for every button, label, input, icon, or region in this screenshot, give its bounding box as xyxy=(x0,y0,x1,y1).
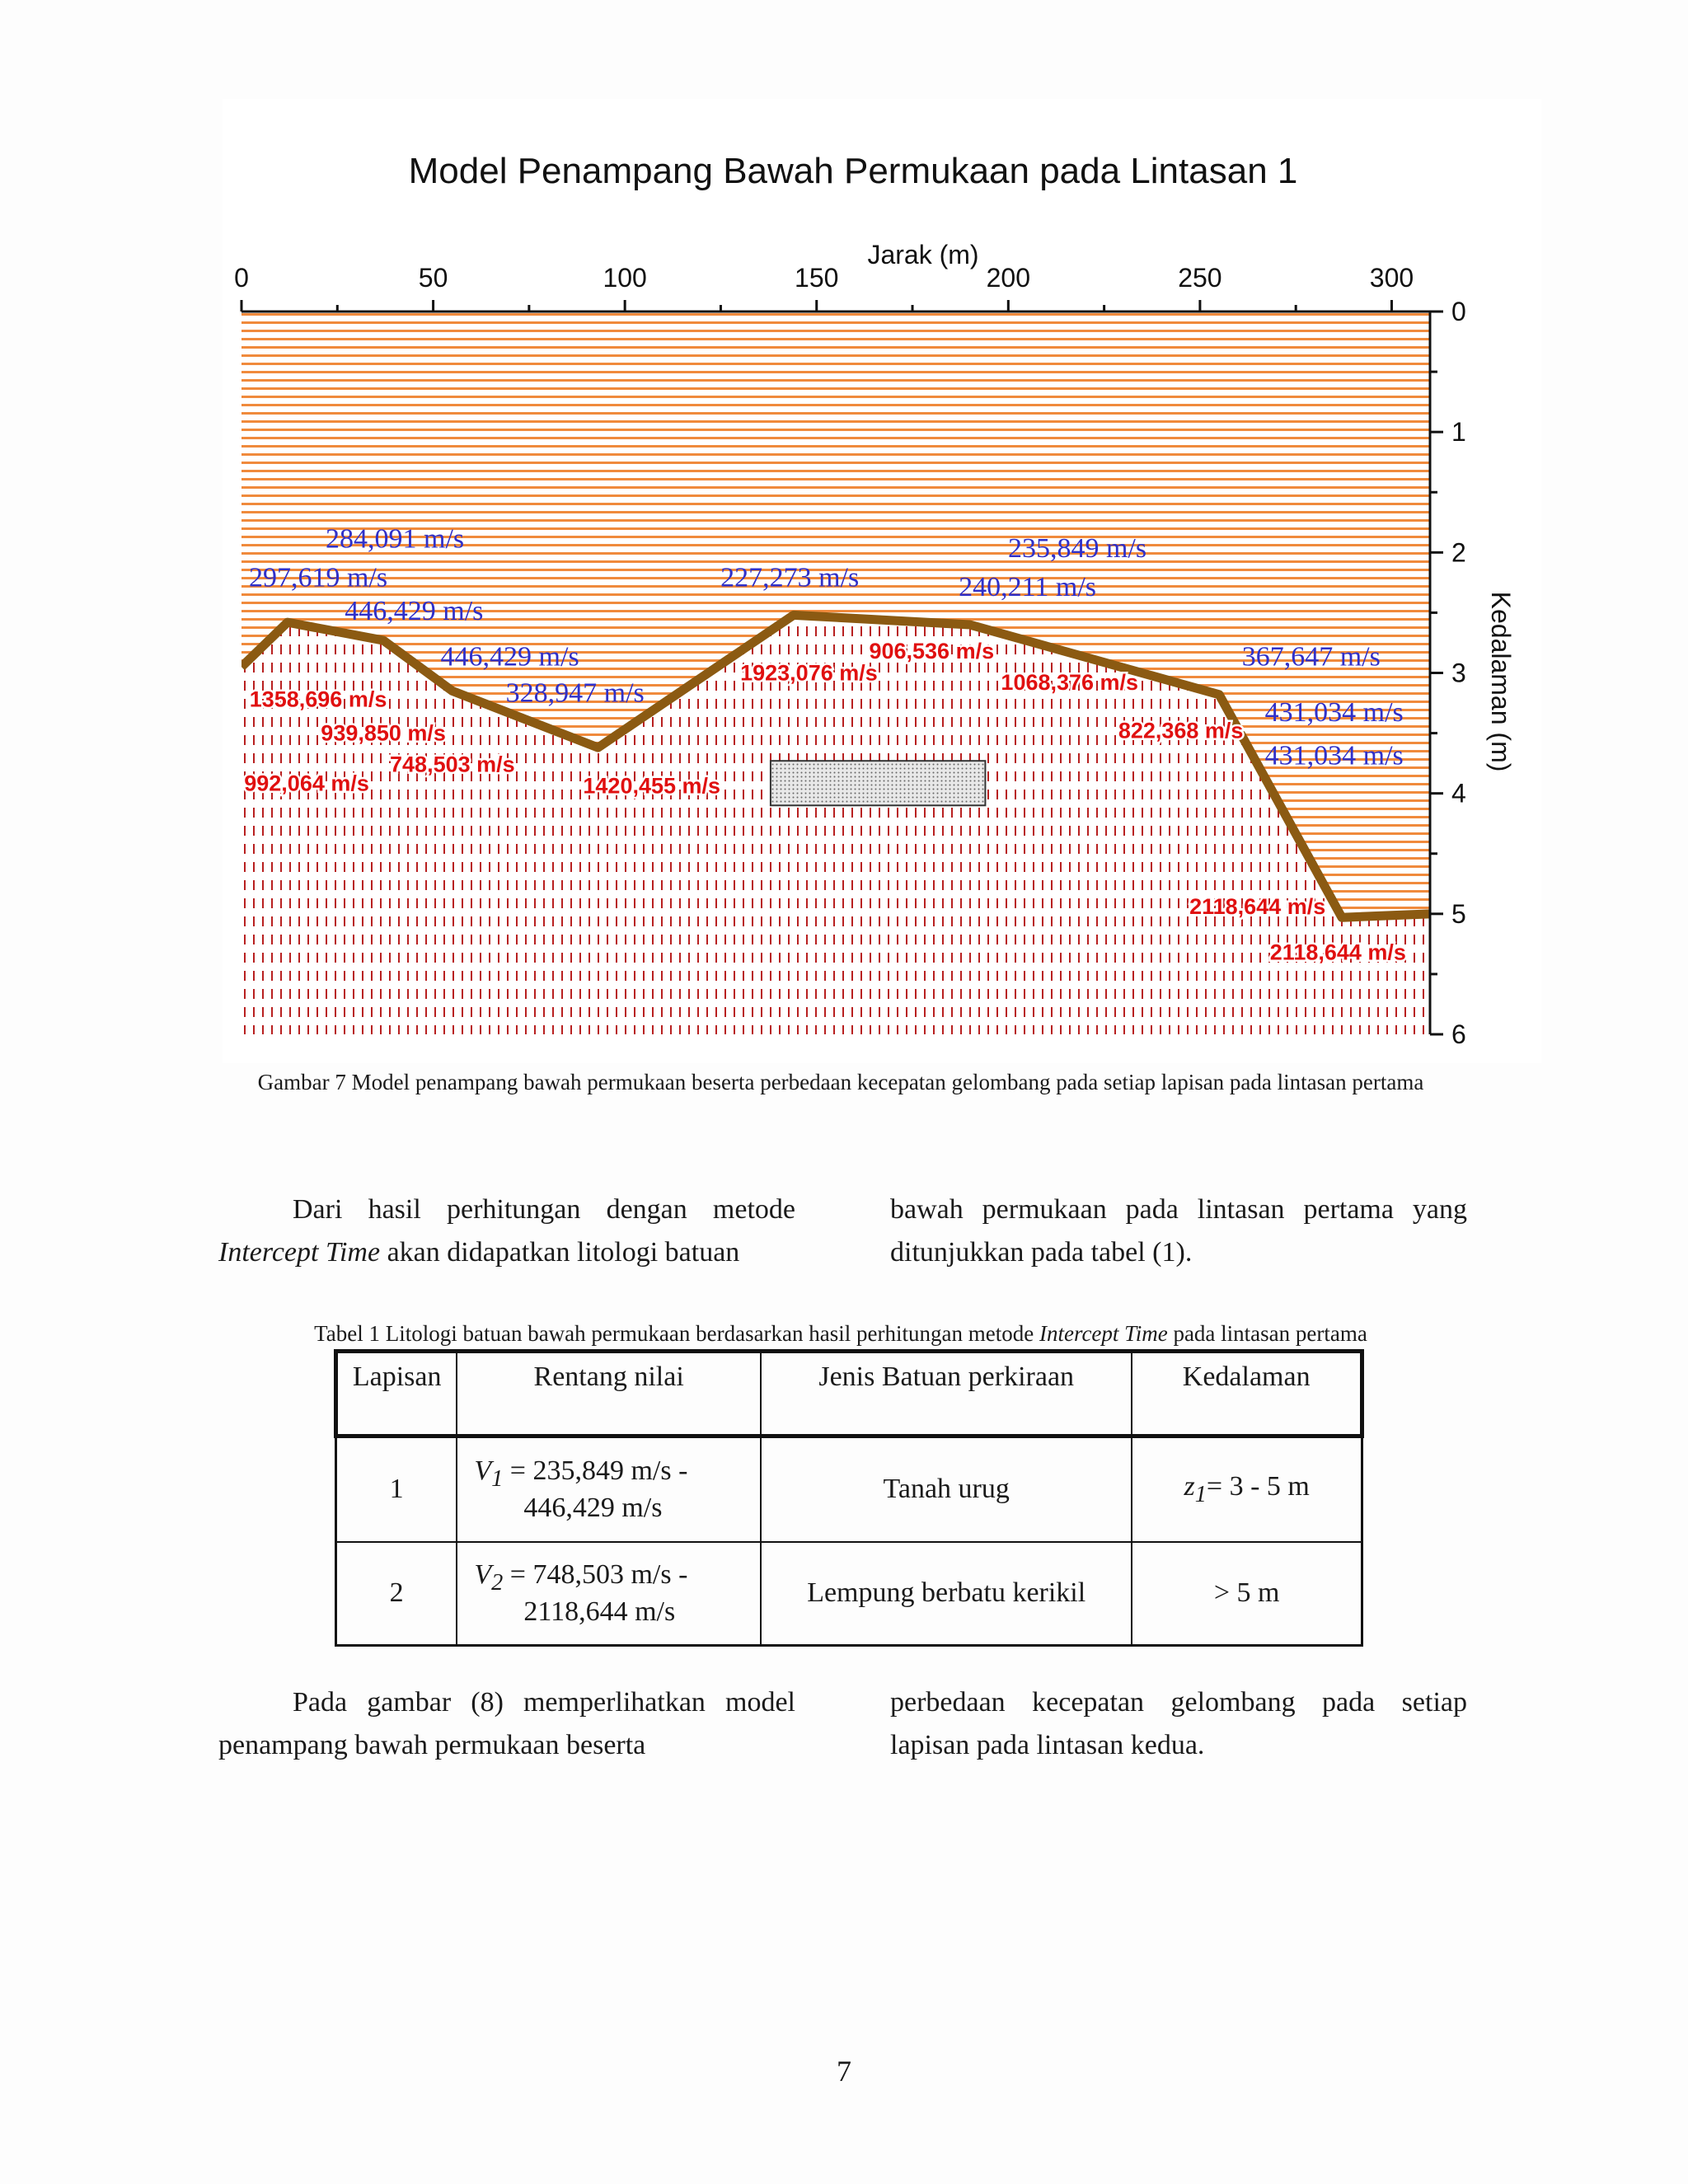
x-tick-label: 250 xyxy=(1178,263,1221,293)
range-symbol: V xyxy=(474,1455,492,1486)
y-tick-label: 1 xyxy=(1451,417,1466,447)
lower-velocity-label: 1420,455 m/s xyxy=(583,774,720,799)
y-axis-label: Kedalaman (m) xyxy=(1486,592,1516,772)
upper-velocity-label: 297,619 m/s xyxy=(249,562,387,593)
header-jenis: Jenis Batuan perkiraan xyxy=(759,1350,1133,1438)
cell-rentang: V1 = 235,849 m/s - 446,429 m/s xyxy=(456,1435,762,1543)
table-row: 2 V2 = 748,503 m/s - 2118,644 m/s Lempun… xyxy=(335,1540,1363,1647)
range-b: 2118,644 m/s xyxy=(523,1596,676,1627)
paragraph-1-left: Dari hasil perhitungan dengan metode Int… xyxy=(218,1188,795,1274)
y-tick-label: 5 xyxy=(1451,899,1466,929)
figure-caption: Gambar 7 Model penampang bawah permukaan… xyxy=(257,1070,1424,1094)
figure: Model Penampang Bawah Permukaan pada Lin… xyxy=(223,99,1541,1063)
depth-value: = 3 - 5 m xyxy=(1206,1470,1310,1502)
lower-velocity-label: 748,503 m/s xyxy=(390,752,515,776)
table-row: 1 V1 = 235,849 m/s - 446,429 m/s Tanah u… xyxy=(335,1435,1363,1543)
table-header-row: Lapisan Rentang nilai Jenis Batuan perki… xyxy=(335,1350,1363,1438)
cell-kedalaman: z1= 3 - 5 m xyxy=(1131,1435,1363,1543)
cell-lapisan: 2 xyxy=(335,1540,458,1647)
upper-velocity-label: 446,429 m/s xyxy=(345,596,483,626)
x-tick-label: 0 xyxy=(234,263,249,293)
x-tick-label: 150 xyxy=(795,263,838,293)
range-symbol: V xyxy=(474,1558,492,1590)
range-sub: 2 xyxy=(491,1569,504,1596)
plot-area xyxy=(241,312,1430,1034)
para1-line1: Dari hasil perhitungan dengan metode xyxy=(293,1194,795,1225)
lower-velocity-label: 1923,076 m/s xyxy=(740,660,878,685)
depth-symbol: z xyxy=(1184,1470,1195,1502)
upper-velocity-label: 431,034 m/s xyxy=(1265,741,1404,771)
y-tick-label: 4 xyxy=(1451,779,1466,808)
lower-velocity-label: 2118,644 m/s xyxy=(1189,894,1325,919)
figure-title: Model Penampang Bawah Permukaan pada Lin… xyxy=(409,151,1298,191)
upper-velocity-label: 227,273 m/s xyxy=(720,562,859,593)
lower-velocity-label: 1068,376 m/s xyxy=(1001,670,1138,695)
lower-velocity-label: 939,850 m/s xyxy=(321,720,446,745)
upper-velocity-label: 431,034 m/s xyxy=(1265,697,1404,728)
range-sub: 1 xyxy=(491,1465,504,1492)
subsurface-section-chart: Model Penampang Bawah Permukaan pada Lin… xyxy=(234,151,1516,1049)
upper-velocity-label: 328,947 m/s xyxy=(506,678,645,709)
y-tick-label: 3 xyxy=(1451,658,1466,688)
y-tick-label: 0 xyxy=(1451,297,1466,326)
x-tick-label: 300 xyxy=(1370,263,1414,293)
upper-velocity-label: 235,849 m/s xyxy=(1008,533,1146,564)
range-a: = 748,503 m/s - xyxy=(503,1558,688,1590)
header-kedalaman: Kedalaman xyxy=(1131,1350,1363,1438)
header-rentang: Rentang nilai xyxy=(456,1350,762,1438)
upper-velocity-label: 446,429 m/s xyxy=(441,642,579,673)
x-tick-label: 200 xyxy=(987,263,1030,293)
paragraph-2-left: Pada gambar (8) memperlihatkan model pen… xyxy=(218,1687,795,1760)
depth-sub: 1 xyxy=(1194,1481,1207,1507)
cell-rentang: V2 = 748,503 m/s - 2118,644 m/s xyxy=(456,1540,762,1647)
y-tick-label: 6 xyxy=(1451,1019,1466,1049)
table-caption: Tabel 1 Litologi batuan bawah permukaan … xyxy=(223,1317,1459,1350)
x-tick-label: 100 xyxy=(603,263,646,293)
table-caption-text: Tabel 1 Litologi batuan bawah permukaan … xyxy=(314,1321,1039,1346)
paragraph-1-right: bawah permukaan pada lintasan pertama ya… xyxy=(890,1194,1467,1268)
lithology-table: Lapisan Rentang nilai Jenis Batuan perki… xyxy=(334,1349,1364,1647)
cell-jenis: Tanah urug xyxy=(759,1435,1133,1543)
paragraph-2-right: perbedaan kecepatan gelombang pada setia… xyxy=(890,1687,1467,1760)
header-lapisan: Lapisan xyxy=(335,1350,458,1438)
lower-velocity-label: 992,064 m/s xyxy=(244,771,369,796)
y-tick-label: 2 xyxy=(1451,537,1466,567)
range-b: 446,429 m/s xyxy=(523,1492,663,1523)
cell-lapisan: 1 xyxy=(335,1435,458,1543)
cell-kedalaman: > 5 m xyxy=(1131,1540,1363,1647)
cell-jenis: Lempung berbatu kerikil xyxy=(759,1540,1133,1647)
upper-velocity-label: 284,091 m/s xyxy=(326,523,464,554)
para1-line2: akan didapatkan litologi batuan xyxy=(380,1237,740,1268)
upper-velocity-label: 367,647 m/s xyxy=(1242,642,1381,673)
dotted-box xyxy=(769,760,987,807)
para1-em: Intercept Time xyxy=(218,1237,381,1268)
upper-velocity-label: 240,211 m/s xyxy=(959,572,1096,602)
x-tick-label: 50 xyxy=(419,263,448,293)
range-a: = 235,849 m/s - xyxy=(503,1455,688,1486)
axes: 0 50 100 150 200 250 300 0 1 2 3 4 5 6 xyxy=(234,263,1466,1049)
table-caption-tail: pada lintasan pertama xyxy=(1167,1321,1367,1346)
table-caption-em: Intercept Time xyxy=(1039,1321,1168,1346)
lower-velocity-label: 1358,696 m/s xyxy=(250,687,387,711)
x-axis-label: Jarak (m) xyxy=(867,240,978,269)
layer-boundary-line xyxy=(241,610,1430,922)
lower-velocity-label: 822,368 m/s xyxy=(1118,718,1244,743)
lower-velocity-label: 2118,644 m/s xyxy=(1270,940,1406,964)
page-number: 7 xyxy=(837,2055,851,2088)
lower-velocity-label: 906,536 m/s xyxy=(869,639,994,663)
